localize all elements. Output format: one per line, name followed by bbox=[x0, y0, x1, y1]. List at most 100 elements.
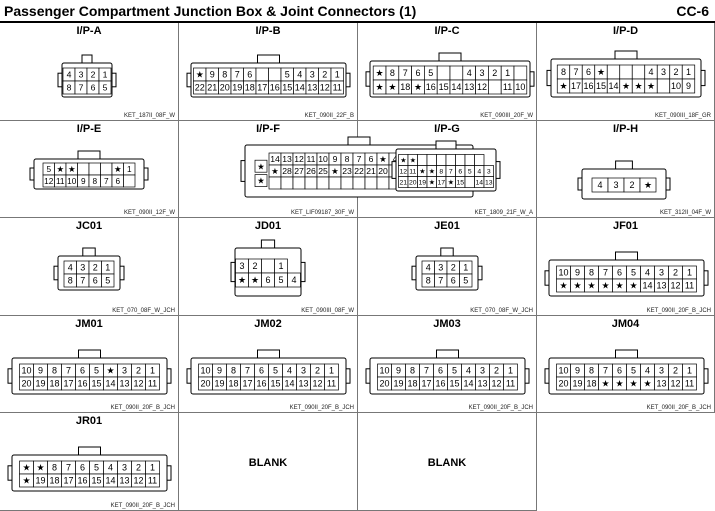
side-latch bbox=[703, 270, 709, 286]
connector-cell: I/P-FKET_LIF09187_30F_W14131211109876★43… bbox=[179, 121, 478, 218]
connector-name: JR01 bbox=[75, 415, 103, 427]
pin-cavity bbox=[254, 159, 268, 173]
pin-number: 6 bbox=[80, 463, 85, 473]
pin-number: 6 bbox=[415, 68, 420, 78]
connector-name: JM02 bbox=[254, 318, 282, 330]
pin-number: 5 bbox=[428, 68, 433, 78]
pin-number: 4 bbox=[393, 154, 398, 164]
pin-number: 19 bbox=[393, 379, 403, 389]
pin-cavity bbox=[682, 376, 697, 391]
pin-number: 11 bbox=[148, 476, 157, 486]
pin-number: 9 bbox=[575, 268, 580, 278]
pin-number: 18 bbox=[49, 476, 59, 486]
pin-number: 19 bbox=[232, 83, 242, 93]
pin-number: 8 bbox=[589, 268, 594, 278]
pin-number: 15 bbox=[91, 379, 101, 389]
pin-number: 22 bbox=[195, 83, 205, 93]
unused-pin-marker: ★ bbox=[114, 165, 121, 174]
pin-number: 2 bbox=[93, 263, 98, 273]
pin-number: 6 bbox=[586, 67, 591, 77]
locking-tab bbox=[257, 54, 280, 64]
pin-number: 7 bbox=[235, 70, 240, 80]
pin-number: 5 bbox=[94, 463, 99, 473]
side-latch bbox=[143, 167, 149, 181]
connector-name: JC01 bbox=[75, 220, 103, 232]
pin-cavity bbox=[464, 176, 475, 188]
side-latch bbox=[529, 71, 535, 87]
connector-part-code: KET_1809_21F_W_A bbox=[474, 210, 533, 216]
pin-number: 3 bbox=[659, 268, 664, 278]
blank-cell: BLANK bbox=[179, 413, 358, 511]
unused-pin-marker: ★ bbox=[376, 68, 384, 78]
unused-pin-marker: ★ bbox=[22, 476, 30, 486]
pin-number: 18 bbox=[228, 379, 238, 389]
pin-number: 11 bbox=[56, 177, 65, 186]
pin-number: 20 bbox=[378, 166, 388, 176]
pin-number: 4 bbox=[466, 366, 471, 376]
pin-number: 7 bbox=[403, 68, 408, 78]
pin-cavity bbox=[513, 79, 528, 95]
pin-number: 4 bbox=[648, 67, 653, 77]
pin-cavity bbox=[324, 376, 339, 391]
pin-cavity bbox=[340, 176, 354, 190]
blank-label: BLANK bbox=[427, 457, 467, 469]
pin-number: 18 bbox=[245, 83, 255, 93]
pin-number: 10 bbox=[558, 366, 568, 376]
unused-pin-marker: ★ bbox=[57, 165, 64, 174]
unused-pin-marker: ★ bbox=[643, 379, 651, 389]
pin-number: 2 bbox=[136, 366, 141, 376]
pin-cavity bbox=[268, 67, 282, 82]
unused-pin-marker: ★ bbox=[622, 81, 630, 91]
side-latch bbox=[365, 71, 371, 87]
pin-cavity bbox=[631, 64, 646, 80]
connector-face: 14131211109876★4321★28272625★23222120★18… bbox=[240, 136, 478, 198]
pin-number: 9 bbox=[38, 366, 43, 376]
pin-number: 1 bbox=[686, 67, 691, 77]
pin-number: 28 bbox=[282, 166, 292, 176]
unused-pin-marker: ★ bbox=[419, 167, 425, 175]
unused-pin-marker: ★ bbox=[400, 156, 406, 164]
unused-pin-marker: ★ bbox=[379, 154, 387, 164]
pin-number: 1 bbox=[335, 70, 340, 80]
pin-number: 9 bbox=[333, 154, 338, 164]
pin-number: 17 bbox=[437, 179, 445, 186]
pin-number: 15 bbox=[91, 476, 101, 486]
pin-number: 6 bbox=[369, 154, 374, 164]
pin-number: 1 bbox=[505, 68, 510, 78]
pin-number: 15 bbox=[439, 82, 449, 92]
pin-number: 9 bbox=[686, 81, 691, 91]
pin-number: 3 bbox=[438, 263, 443, 273]
connector-name: I/P-D bbox=[612, 25, 639, 37]
pin-number: 11 bbox=[327, 379, 336, 389]
pin-number: 12 bbox=[477, 82, 487, 92]
pin-number: 18 bbox=[407, 379, 417, 389]
pin-number: 18 bbox=[400, 82, 410, 92]
pin-number: 4 bbox=[287, 366, 292, 376]
pin-cavity bbox=[77, 162, 90, 176]
unused-pin-marker: ★ bbox=[573, 281, 581, 291]
locking-tab bbox=[260, 239, 276, 249]
pin-number: 9 bbox=[575, 366, 580, 376]
connector-part-code: KET_090II_20F_B_JCH bbox=[646, 308, 711, 314]
pin-number: 1 bbox=[687, 268, 692, 278]
pin-number: 15 bbox=[282, 83, 292, 93]
side-latch bbox=[230, 261, 236, 283]
locking-tab bbox=[615, 349, 638, 359]
pin-number: 26 bbox=[306, 166, 316, 176]
pin-cavity bbox=[445, 154, 456, 166]
unused-pin-marker: ★ bbox=[257, 176, 265, 186]
pin-number: 4 bbox=[597, 180, 602, 190]
pin-number: 21 bbox=[366, 166, 376, 176]
pin-number: 27 bbox=[294, 166, 304, 176]
pin-number: 12 bbox=[670, 379, 680, 389]
pin-cavity bbox=[619, 64, 633, 80]
pin-number: 3 bbox=[613, 180, 618, 190]
pin-number: 4 bbox=[645, 268, 650, 278]
